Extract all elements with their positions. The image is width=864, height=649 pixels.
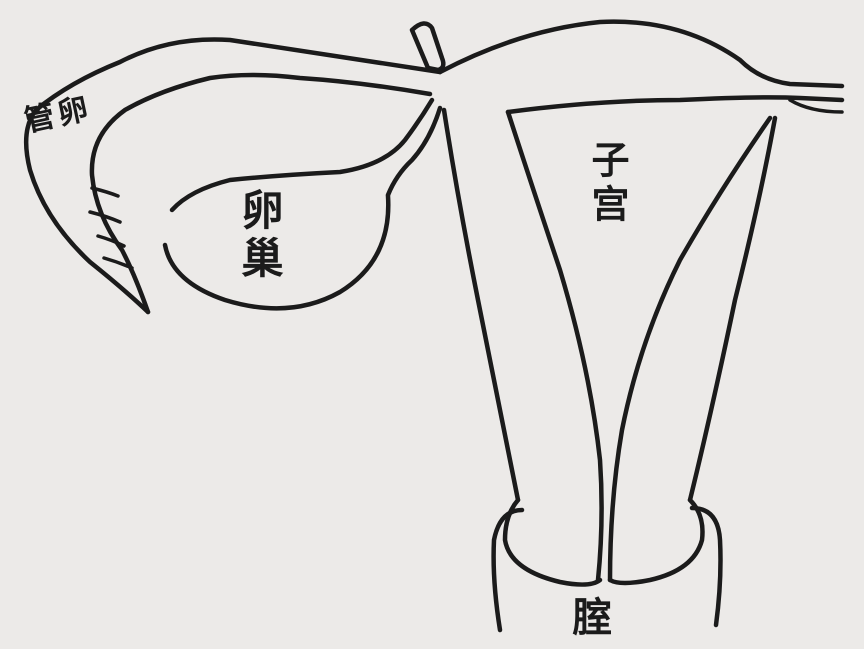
cervix-right — [610, 500, 703, 583]
ovary-label: 卵巢 — [238, 188, 280, 284]
fallopian-tube-outer — [26, 39, 440, 312]
uterus-label: 子宫 — [588, 140, 626, 228]
uterus-left-wall — [444, 110, 518, 500]
vagina-right-wall — [692, 508, 721, 625]
cervix-left — [505, 500, 600, 585]
uterus-fundus — [440, 22, 842, 86]
uterine-cavity-right — [610, 118, 770, 580]
ligament-stub — [412, 23, 443, 70]
vagina-label: 腟 — [572, 598, 612, 638]
ovarian-ligament — [172, 100, 432, 210]
